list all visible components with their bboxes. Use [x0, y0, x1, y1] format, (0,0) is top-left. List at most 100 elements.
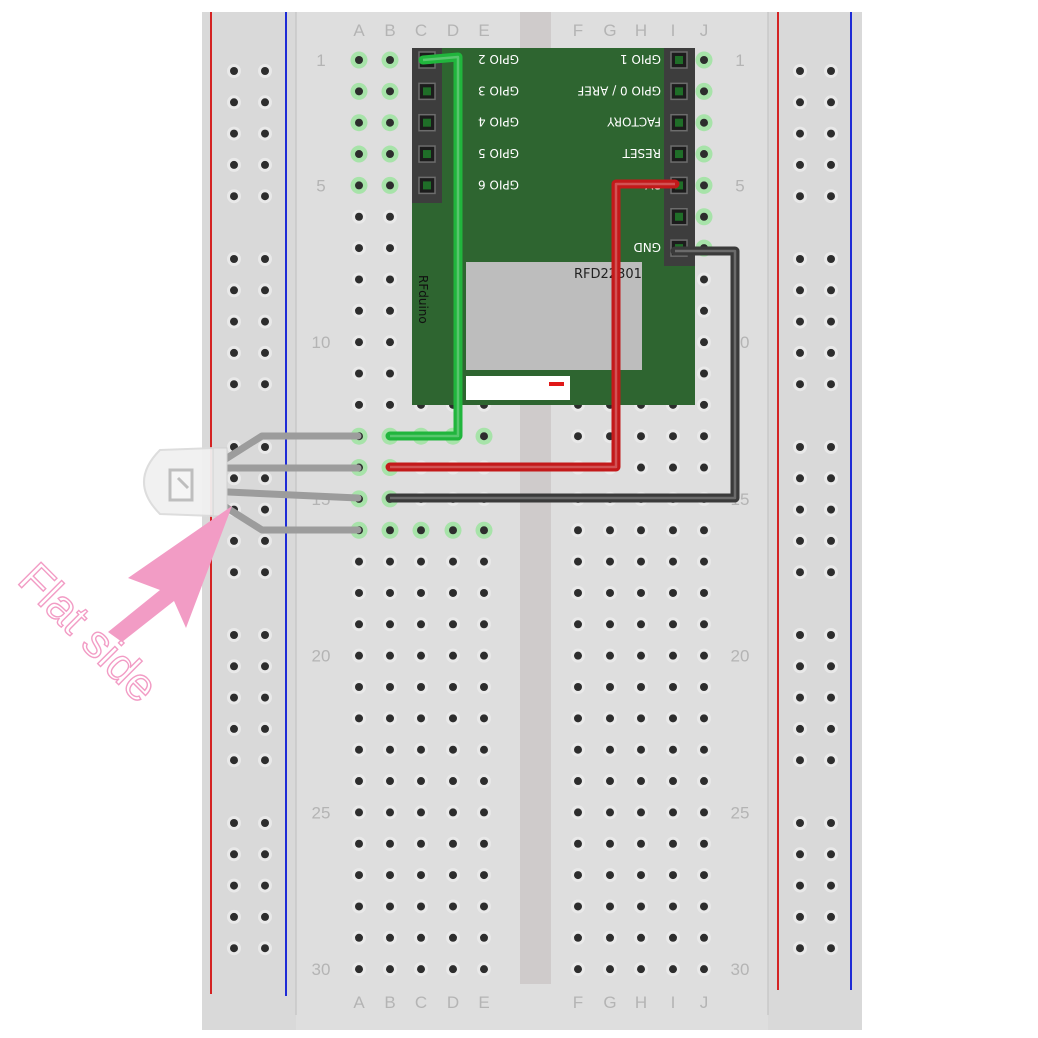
hole: [417, 683, 425, 691]
rail-hole: [261, 348, 269, 357]
hole: [700, 150, 708, 159]
rail-hole: [827, 317, 835, 326]
rail-hole: [230, 693, 238, 702]
rfduino-name-label: RFduino: [416, 275, 430, 324]
rail-hole: [230, 568, 238, 577]
hole: [449, 808, 457, 817]
hole: [449, 651, 457, 660]
column-label: D: [447, 993, 459, 1012]
hole: [355, 118, 363, 127]
hole: [386, 683, 394, 691]
rgb-led: [143, 446, 228, 518]
hole: [449, 777, 457, 786]
hole: [669, 620, 677, 629]
column-label: C: [415, 993, 427, 1012]
hole: [480, 839, 488, 848]
hole: [355, 651, 363, 660]
hole: [669, 965, 677, 974]
hole: [355, 150, 363, 159]
hole: [606, 933, 614, 942]
rail-hole: [261, 443, 269, 451]
hole: [700, 306, 708, 315]
hole: [637, 777, 645, 786]
hole: [606, 620, 614, 629]
hole: [637, 463, 645, 472]
hole: [417, 808, 425, 817]
module-pin-pad: [675, 56, 683, 64]
hole: [574, 620, 582, 629]
module-pin-left-label: GPIO 5: [478, 146, 519, 160]
hole: [637, 526, 645, 535]
rail-hole: [261, 129, 269, 138]
rail-hole: [827, 819, 835, 827]
led-lead-1: [220, 432, 362, 464]
hole: [700, 432, 708, 441]
rail-hole: [827, 631, 835, 639]
rail-hole: [230, 160, 238, 169]
rail-hole: [827, 756, 835, 765]
rail-hole: [796, 850, 804, 859]
hole: [417, 965, 425, 974]
rail-hole: [796, 505, 804, 514]
rail-hole: [261, 693, 269, 702]
rail-hole: [261, 505, 269, 514]
hole: [637, 588, 645, 597]
wire-black: [385, 246, 740, 503]
rail-hole: [827, 850, 835, 859]
rgb-led-flat-side: [212, 447, 228, 517]
hole: [574, 902, 582, 911]
rail-hole: [796, 380, 804, 389]
wire-black-highlight: [390, 249, 737, 500]
hole: [606, 714, 614, 723]
module-pin-left-label: GPIO 2: [478, 52, 519, 66]
hole: [637, 651, 645, 660]
hole: [606, 839, 614, 848]
hole: [637, 432, 645, 441]
hole: [700, 400, 708, 409]
hole: [386, 620, 394, 629]
rail-hole: [261, 568, 269, 577]
hole: [480, 651, 488, 660]
rail-hole: [230, 474, 238, 483]
hole: [355, 400, 363, 409]
column-label: H: [635, 993, 647, 1012]
hole: [417, 777, 425, 786]
hole: [606, 871, 614, 880]
hole: [449, 871, 457, 880]
rail-hole: [261, 160, 269, 169]
rail-hole: [827, 724, 835, 733]
hole: [480, 620, 488, 629]
hole: [637, 933, 645, 942]
hole: [386, 526, 394, 535]
rail-hole: [796, 536, 804, 545]
hole: [574, 745, 582, 754]
rail-hole: [261, 98, 269, 107]
column-label: A: [353, 21, 365, 40]
hole: [417, 526, 425, 535]
rail-hole: [796, 348, 804, 357]
hole: [637, 902, 645, 911]
hole: [637, 745, 645, 754]
hole: [417, 588, 425, 597]
module-pin-right-label: GND: [633, 240, 661, 254]
rail-hole: [261, 944, 269, 953]
hole: [449, 683, 457, 691]
row-label-right: 30: [731, 960, 750, 979]
hole: [480, 933, 488, 942]
rail-hole: [827, 380, 835, 389]
hole: [355, 306, 363, 315]
rfduino-label-sticker: [466, 376, 570, 400]
hole: [355, 244, 363, 253]
hole: [449, 620, 457, 629]
hole: [449, 526, 457, 535]
hole: [574, 526, 582, 535]
hole: [480, 902, 488, 911]
hole: [574, 933, 582, 942]
flat-side-annotation: Flat side: [8, 506, 232, 713]
hole: [355, 839, 363, 848]
hole: [606, 808, 614, 817]
hole: [386, 588, 394, 597]
column-label: J: [700, 21, 709, 40]
rail-hole: [230, 380, 238, 389]
